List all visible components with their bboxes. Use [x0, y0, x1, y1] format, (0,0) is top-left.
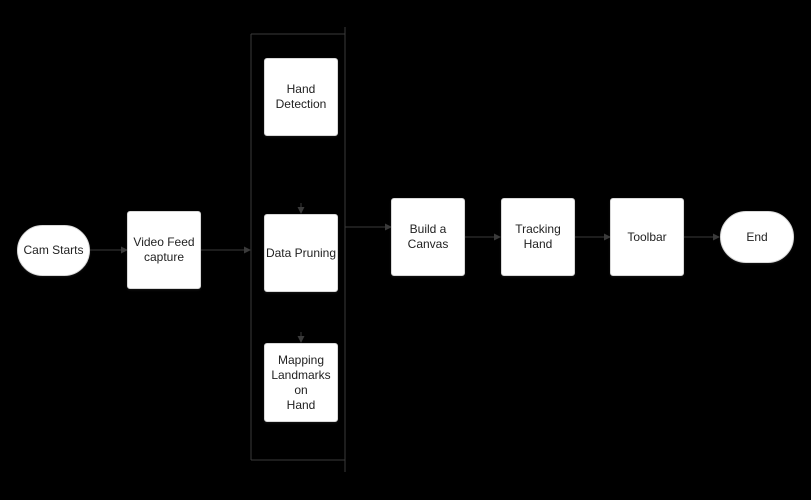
mapping-landmarks-node: Mapping Landmarks on Hand	[264, 343, 338, 422]
hand-detection-node: Hand Detection	[264, 58, 338, 136]
end-node: End	[720, 211, 794, 263]
end-label: End	[746, 229, 768, 244]
mapping-landmarks-label: Mapping Landmarks on Hand	[271, 352, 331, 412]
tracking-hand-label: Tracking Hand	[515, 222, 561, 251]
cam-starts-label: Cam Starts	[23, 243, 84, 257]
data-pruning-node: Data Pruning	[264, 214, 338, 292]
video-feed-label: Video Feed capture	[133, 235, 195, 264]
video-feed-node: Video Feed capture	[127, 211, 201, 289]
build-canvas-label: Build a Canvas	[407, 222, 449, 251]
hand-detection-label: Hand Detection	[275, 82, 327, 111]
build-canvas-node: Build a Canvas	[391, 198, 465, 276]
toolbar-node: Toolbar	[610, 198, 684, 276]
tracking-hand-node: Tracking Hand	[501, 198, 575, 276]
data-pruning-label: Data Pruning	[265, 245, 337, 260]
toolbar-label: Toolbar	[627, 229, 667, 244]
cam-starts-node: Cam Starts	[17, 225, 90, 276]
